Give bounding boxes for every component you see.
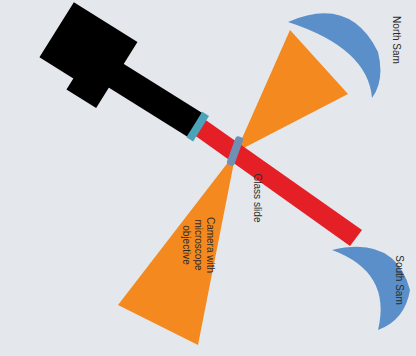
south-beam-cone [118,152,236,345]
objective-ring [186,112,209,142]
north-beam-cone [236,30,348,152]
slide-label: Glass slide [251,158,263,238]
camera-label: Camera with microscope objective [180,213,216,277]
mirror-label: North Sam [390,0,402,80]
camera [33,2,223,161]
north-mirror [288,13,380,98]
glass-slide [226,136,244,167]
camera-body [33,2,138,108]
mirror-label: South Sam [393,240,405,320]
camera-tube [105,61,205,138]
